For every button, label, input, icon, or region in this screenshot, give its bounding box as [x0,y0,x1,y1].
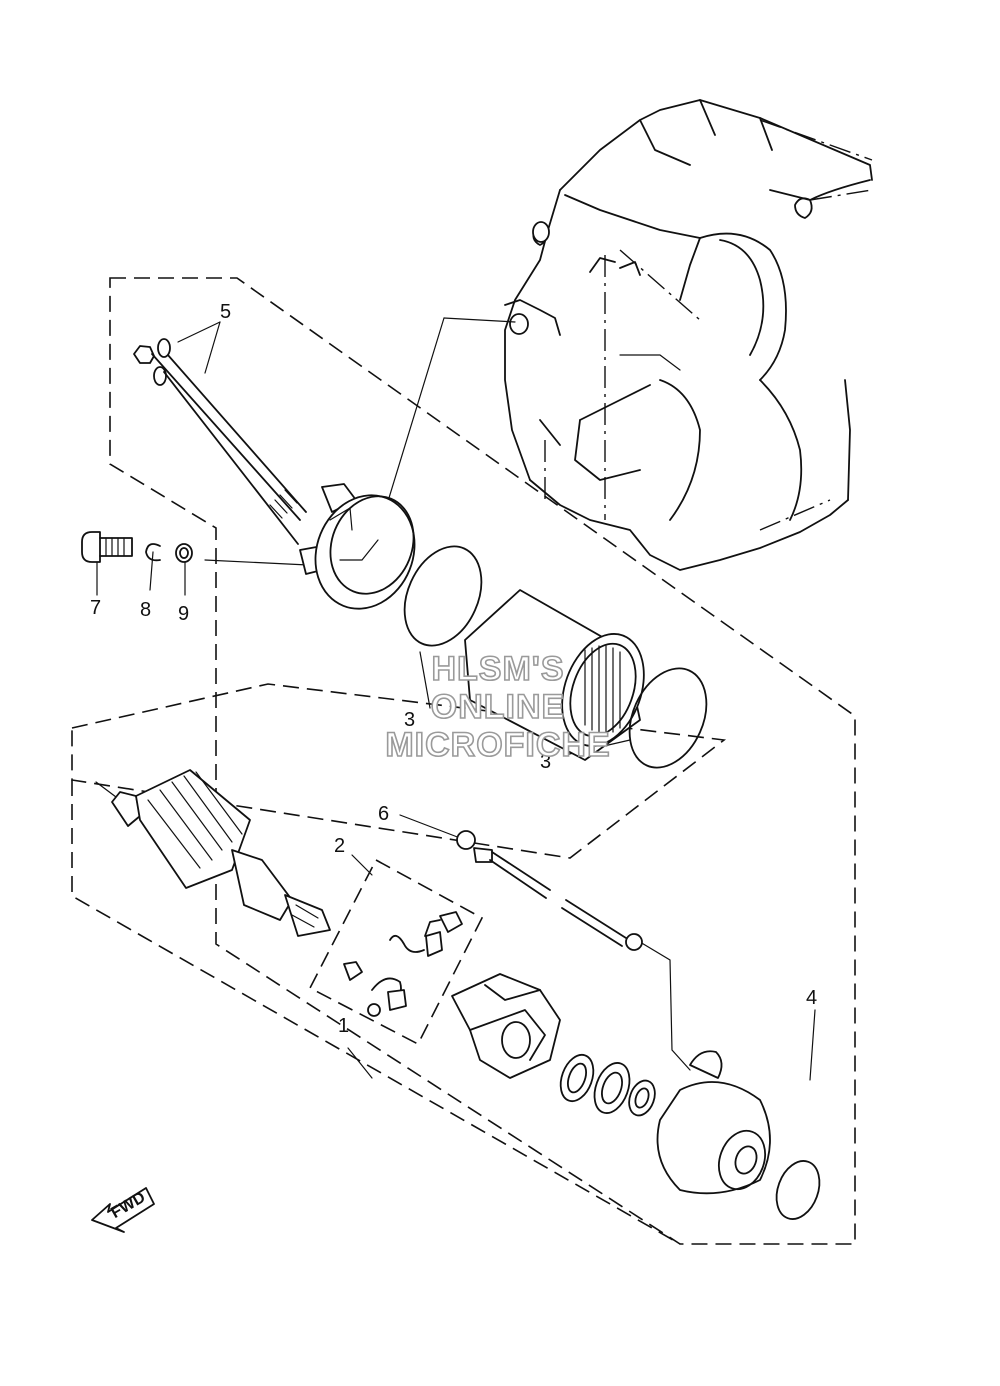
o-ring-rear [775,1160,821,1220]
rear-cover [656,1050,771,1195]
callout-4: 4 [806,987,817,1009]
forward-direction-arrow: FWD [91,1187,155,1233]
brush-plate [451,973,561,1079]
callout-numbers: 1 2 3 3 4 5 6 7 8 9 [90,301,817,1037]
callout-9: 9 [178,603,189,625]
brush-holder-boundary [308,858,484,1046]
crankcase-housing [504,99,873,571]
front-cover [299,483,416,610]
watermark-line-2: ONLINE [431,688,565,726]
bearings-seals [559,1053,656,1117]
watermark-line-1: HLSM'S [431,650,564,688]
bolt-hole-lower [509,313,529,335]
watermark: HLSM'S ONLINE MICROFICHE [385,649,611,765]
callout-6: 6 [378,803,389,825]
callout-3-lower: 3 [540,751,551,773]
through-bolts [133,338,307,545]
lead-wire [456,830,643,951]
callout-5: 5 [220,301,231,323]
watermark-line-3: MICROFICHE [385,726,610,764]
o-ring-lower [628,667,708,769]
callout-1: 1 [338,1015,349,1037]
yoke-body [464,589,645,761]
assembly-boundary-lower [71,683,727,859]
o-ring-upper [403,545,483,647]
bolt-hole-upper [532,221,550,243]
callout-2: 2 [334,835,345,857]
screw-clip-washer [81,531,193,563]
callout-7: 7 [90,597,101,619]
armature [111,769,331,937]
brush-holder-parts [343,911,463,1017]
callout-8: 8 [140,599,151,621]
callout-3-upper: 3 [404,709,415,731]
